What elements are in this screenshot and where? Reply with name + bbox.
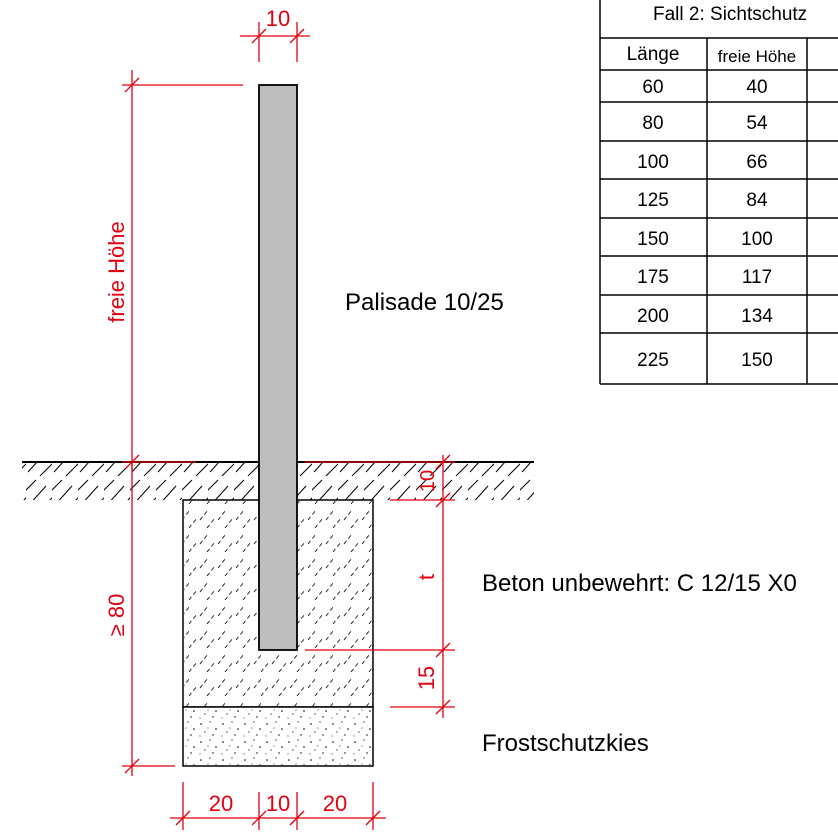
palisade-post (258, 84, 298, 651)
table-cell: 60 (642, 77, 663, 98)
dim-bottom-left: 20 (209, 791, 233, 816)
concrete-label: Beton unbewehrt: C 12/15 X0 (482, 570, 797, 597)
table-header-free-height: freie Höhe (718, 47, 796, 66)
table-cell: 150 (637, 229, 669, 250)
table-cell: 40 (746, 77, 767, 98)
dim-top-cover: 10 (417, 470, 439, 492)
table-cell: 150 (741, 350, 773, 371)
table-cell: 66 (746, 152, 767, 173)
dim-bottom-mid: 10 (266, 791, 290, 816)
dimension-table: Fall 2: Sichtschutz Länge freie Höhe 60 … (599, 0, 838, 385)
table-title: Fall 2: Sichtschutz (653, 4, 807, 25)
table-cell: 80 (642, 113, 663, 134)
dim-bottom-cover: 15 (414, 666, 439, 690)
dim-top-width: 10 (266, 6, 290, 31)
palisade-label: Palisade 10/25 (345, 289, 504, 316)
table-cell: 175 (637, 267, 669, 288)
gravel-label: Frostschutzkies (482, 730, 649, 757)
table-cell: 54 (746, 113, 768, 134)
dim-depth: ≥ 80 (104, 594, 129, 637)
dimension-lines (122, 22, 455, 830)
table-cell: 100 (741, 229, 773, 250)
dim-embed: t (414, 574, 439, 580)
table-cell: 200 (637, 306, 669, 327)
table-cell: 84 (746, 190, 768, 211)
table-cell: 117 (742, 267, 772, 288)
table-header-length: Länge (627, 44, 680, 65)
table-cell: 134 (741, 306, 773, 327)
table-cell: 225 (637, 350, 669, 371)
dim-free-height: freie Höhe (104, 221, 129, 323)
dim-bottom-right: 20 (323, 791, 347, 816)
table-cell: 125 (637, 190, 669, 211)
table-cell: 100 (637, 152, 669, 173)
